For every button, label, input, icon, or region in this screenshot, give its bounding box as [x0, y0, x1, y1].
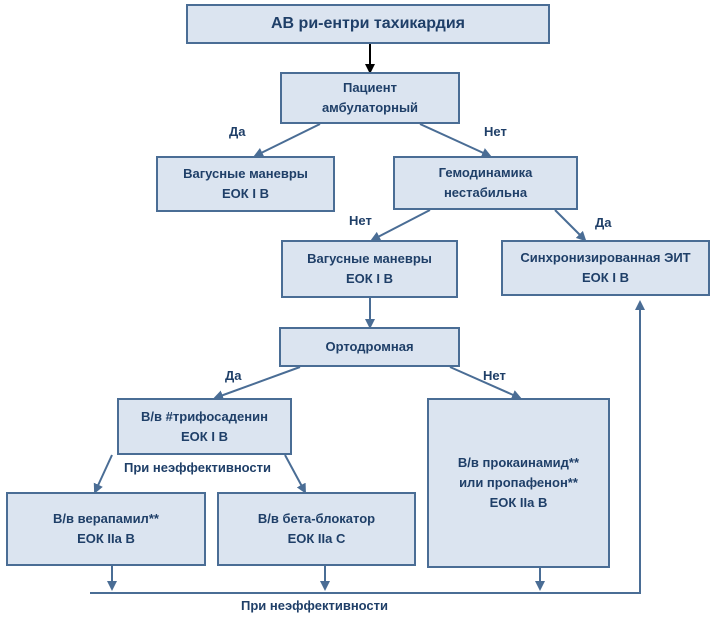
- vagal-maneuvers-node-1: Вагусные маневры ЕОК I B: [156, 156, 335, 212]
- triphosadenine-line-1: В/в #трифосаденин: [141, 408, 268, 424]
- edge-label-patient-no: Нет: [484, 124, 507, 139]
- procainamide-line-3: ЕОК IIa B: [489, 495, 548, 510]
- edge-label-ineffective-2: При неэффективности: [241, 598, 389, 613]
- arrow-orthodromic-to-triphosadenine: [213, 366, 301, 400]
- edge-label-orthodromic-yes: Да: [225, 368, 242, 383]
- edge-label-hemodynamics-no: Нет: [349, 213, 372, 228]
- vagal-maneuvers-node-2: Вагусные маневры ЕОК I B: [281, 240, 458, 298]
- hemodynamics-node: Гемодинамика нестабильна: [393, 156, 578, 210]
- patient-line-2: амбулаторный: [321, 100, 419, 115]
- arrow-patient-to-vagal-1: [253, 123, 321, 157]
- orthodromic-node: Ортодромная: [279, 327, 460, 367]
- verapamil-node: В/в верапамил** ЕОК IIa B: [6, 492, 206, 566]
- hemodynamics-line-2: нестабильна: [443, 185, 528, 200]
- beta-blocker-node: В/в бета-блокатор ЕОК IIa C: [217, 492, 416, 566]
- edge-label-patient-yes: Да: [229, 124, 246, 139]
- arrow-hemodynamics-to-vagal-2: [370, 209, 431, 241]
- hemodynamics-line-1: Гемодинамика: [438, 165, 533, 180]
- vagal-2-line-2: ЕОК I B: [346, 271, 393, 286]
- triphosadenine-node: В/в #трифосаденин ЕОК I B: [117, 398, 292, 455]
- edge-label-orthodromic-no: Нет: [483, 368, 506, 383]
- arrow-patient-to-hemodynamics: [419, 123, 492, 158]
- vagal-1-line-2: ЕОК I B: [222, 186, 269, 201]
- arrow-triphosadenine-to-verapamil: [93, 454, 113, 494]
- verapamil-line-1: В/в верапамил**: [53, 511, 159, 526]
- edge-label-hemodynamics-yes: Да: [595, 215, 612, 230]
- beta-blocker-line-1: В/в бета-блокатор: [257, 511, 376, 526]
- verapamil-line-2: ЕОК IIa B: [77, 531, 135, 546]
- vagal-1-line-1: Вагусные маневры: [183, 166, 308, 181]
- patient-node: Пациент амбулаторный: [280, 72, 460, 124]
- arrow-triphosadenine-to-beta-blocker: [284, 454, 306, 494]
- patient-line-1: Пациент: [342, 80, 397, 95]
- procainamide-line-2: или пропафенон**: [459, 475, 578, 490]
- arrow-ineffective-to-eit: [90, 300, 645, 594]
- title-text: АВ ри-ентри тахикардия: [270, 15, 466, 32]
- orthodromic-text: Ортодромная: [325, 339, 414, 354]
- arrow-orthodromic-to-procainamide: [449, 366, 522, 400]
- vagal-2-line-1: Вагусные маневры: [307, 251, 432, 266]
- procainamide-node: В/в прокаинамид** или пропафенон** ЕОК I…: [427, 398, 610, 568]
- title-node: АВ ри-ентри тахикардия: [186, 4, 550, 44]
- arrow-hemodynamics-to-eit: [554, 209, 587, 242]
- triphosadenine-line-2: ЕОК I B: [181, 428, 228, 444]
- beta-blocker-line-2: ЕОК IIa C: [287, 531, 346, 546]
- eit-line-2: ЕОК I B: [582, 270, 629, 285]
- procainamide-line-1: В/в прокаинамид**: [457, 455, 580, 470]
- eit-line-1: Синхронизированная ЭИТ: [520, 250, 691, 265]
- synchronized-eit-node: Синхронизированная ЭИТ ЕОК I B: [501, 240, 710, 296]
- edge-label-ineffective-1: При неэффективности: [124, 460, 272, 475]
